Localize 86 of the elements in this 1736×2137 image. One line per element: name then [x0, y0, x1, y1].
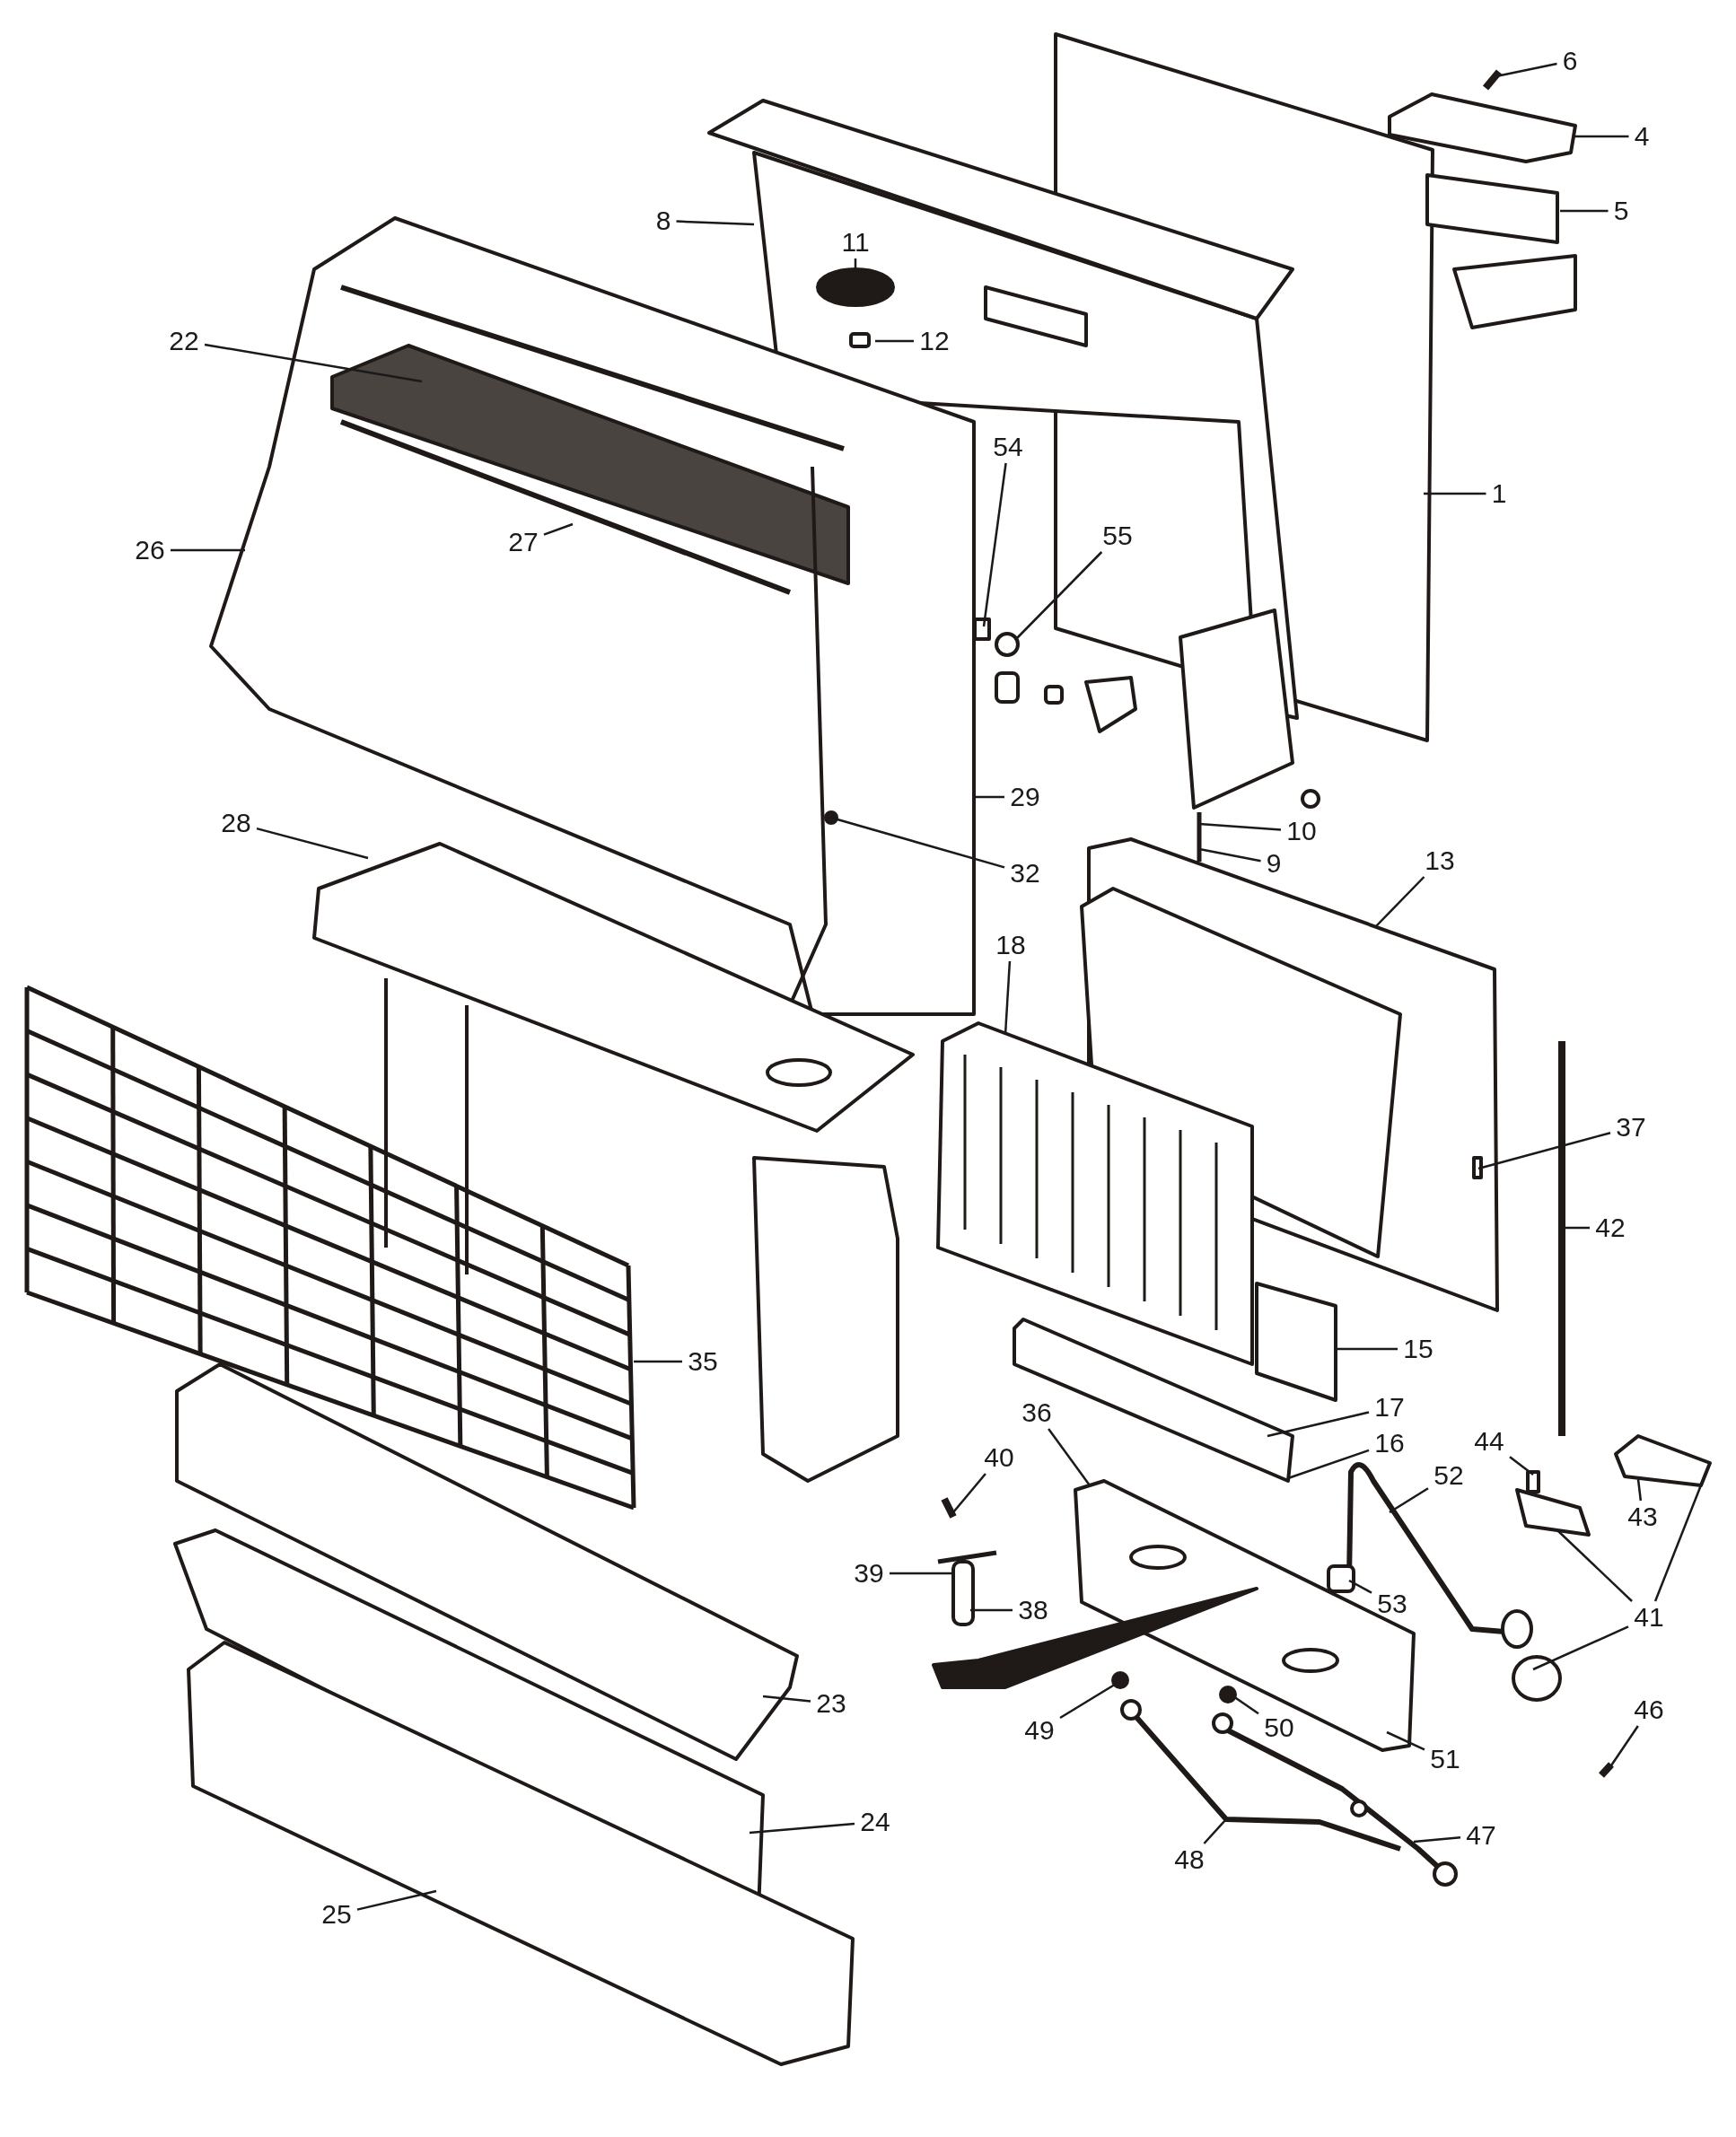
callout-number: 13 [1425, 847, 1455, 874]
callout-number: 32 [1010, 860, 1040, 887]
leader-line [1337, 1347, 1398, 1351]
leader-line [1606, 1725, 1639, 1772]
leader-line [1509, 1456, 1534, 1476]
leader-line [1386, 1730, 1425, 1751]
leader-line [1389, 1487, 1429, 1514]
leader-line [890, 1572, 951, 1575]
callout-number: 37 [1616, 1114, 1646, 1141]
callout-number: 6 [1562, 48, 1578, 74]
callout-number: 27 [508, 529, 539, 556]
leader-line [1375, 876, 1425, 927]
leader-line [1636, 1478, 1643, 1502]
callout-number: 24 [860, 1809, 890, 1835]
leader-line [1413, 1835, 1461, 1844]
leader-line [1267, 1411, 1370, 1438]
callout-number: 49 [1024, 1717, 1055, 1744]
callout-number: 40 [984, 1444, 1014, 1471]
leader-line [1348, 1579, 1372, 1594]
leader-line [543, 522, 574, 536]
callout-number: 15 [1403, 1336, 1434, 1362]
leader-line [1564, 1226, 1590, 1230]
callout-number: 53 [1377, 1590, 1407, 1617]
leader-line [1287, 1449, 1370, 1480]
callout-number: 11 [841, 229, 870, 256]
callout-number: 36 [1021, 1399, 1052, 1426]
callout-number: 41 [1634, 1604, 1664, 1631]
leader-line [830, 816, 1005, 869]
callout-number: 22 [169, 328, 199, 355]
leader-line [1477, 1132, 1611, 1170]
leader-line [1014, 551, 1103, 641]
callout-number: 1 [1491, 480, 1507, 507]
callout-number: 52 [1434, 1462, 1464, 1489]
leader-line [676, 220, 755, 226]
callout-number: 43 [1627, 1503, 1658, 1530]
callout-number: 46 [1634, 1696, 1664, 1723]
leader-line [970, 1608, 1013, 1612]
leader-line [634, 1360, 682, 1363]
callout-number: 54 [993, 434, 1023, 460]
callout-number: 51 [1430, 1746, 1460, 1773]
leader-line [749, 1822, 855, 1835]
callout-number: 8 [655, 207, 671, 234]
leader-line [171, 548, 245, 552]
leader-line [1574, 135, 1629, 138]
callout-number: 35 [688, 1348, 718, 1375]
leader-line [1203, 1818, 1227, 1844]
leader-line [1560, 209, 1609, 213]
callout-number: 39 [854, 1560, 884, 1587]
callout-number: 38 [1018, 1597, 1048, 1624]
callout-number: 55 [1102, 522, 1133, 549]
callout-number: 42 [1595, 1214, 1626, 1241]
leader-line [1532, 1625, 1629, 1671]
leader-line [1232, 1695, 1259, 1715]
callout-number: 28 [221, 810, 251, 836]
callout-number: 17 [1374, 1394, 1405, 1421]
callout-number: 9 [1266, 850, 1282, 877]
callout-number: 16 [1374, 1430, 1405, 1457]
leader-line [974, 795, 1004, 799]
leader-line [762, 1695, 811, 1703]
leader-line [1198, 822, 1282, 831]
leader-line [875, 339, 914, 343]
leader-line [982, 462, 1007, 627]
leader-line [256, 827, 369, 860]
leader-line [1424, 492, 1486, 495]
callout-number: 23 [816, 1690, 846, 1717]
leader-line [1556, 1529, 1633, 1602]
callout-number: 44 [1474, 1428, 1504, 1455]
callout-number: 18 [995, 932, 1026, 959]
leader-line [1004, 960, 1012, 1036]
callout-number: 4 [1634, 123, 1650, 150]
callout-number: 29 [1010, 784, 1040, 810]
callout-number: 48 [1174, 1846, 1205, 1873]
leader-line [952, 1473, 986, 1513]
callout-number: 26 [135, 537, 165, 564]
callout-number: 47 [1466, 1822, 1496, 1849]
callout-number: 10 [1286, 818, 1317, 845]
callout-number: 5 [1613, 197, 1629, 224]
leader-line [204, 343, 423, 383]
callout-number: 12 [919, 328, 950, 355]
leader-line [1198, 847, 1261, 863]
callout-number: 50 [1264, 1714, 1294, 1741]
leader-line [356, 1889, 437, 1911]
leader-line [1048, 1428, 1091, 1486]
leader-line [1495, 62, 1557, 78]
callout-number: 25 [321, 1901, 352, 1928]
leader-line [1653, 1473, 1707, 1602]
